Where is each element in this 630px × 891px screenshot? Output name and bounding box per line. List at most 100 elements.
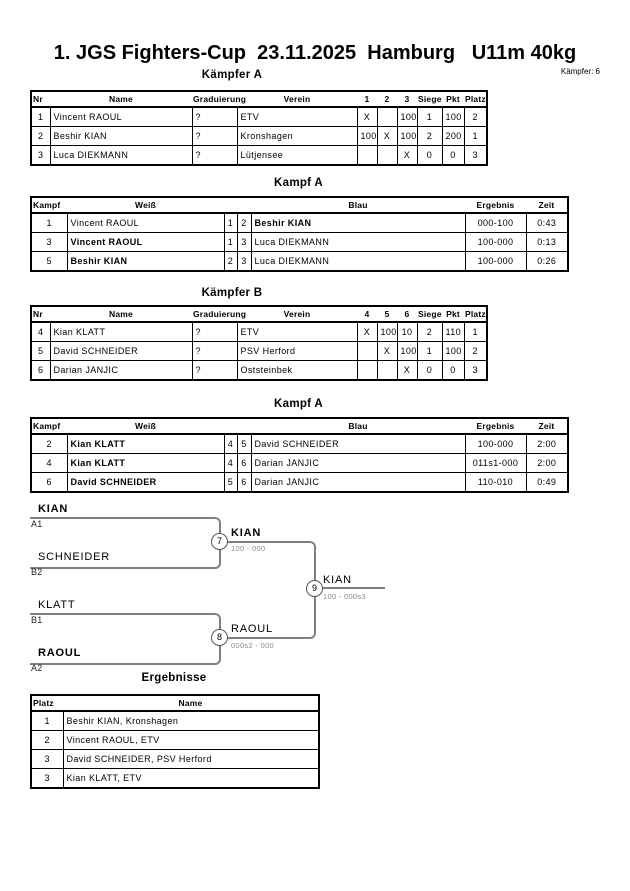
col-header-blau: Blau: [348, 421, 368, 431]
match-8-node: 8: [211, 629, 228, 646]
match-a-heading: Kampf A: [274, 177, 323, 189]
cell-verein: PSV Herford: [236, 341, 358, 361]
results-table-row: 3 Kian KLATT, ETV: [30, 768, 320, 789]
match-7-node: 7: [211, 533, 228, 550]
col-header-weiss: Weiß: [135, 421, 156, 431]
cell-pkt: 0: [441, 145, 465, 166]
cell-verein: Oststeinbek: [236, 360, 358, 381]
pool-a-table: Nr Name Graduierung Verein 1 2 3 Siege P…: [30, 90, 488, 166]
bracket-seed-b1-label: B1: [31, 615, 43, 625]
cell-score-1: X: [356, 106, 378, 127]
cell-zeit: 0:43: [525, 212, 569, 233]
results-table: Platz Name 1 Beshir KIAN, Kronshagen 2 V…: [30, 694, 320, 789]
col-header-3: 3: [404, 94, 410, 104]
fighters-count-label: Kämpfer: 6: [560, 67, 600, 76]
results-table-row: 2 Vincent RAOUL, ETV: [30, 730, 320, 750]
cell-blau-name: Beshir KIAN: [250, 212, 466, 233]
col-header-platz: Platz: [465, 309, 486, 319]
cell-platz: 1: [463, 321, 488, 342]
cell-platz: 2: [463, 341, 488, 361]
cell-nr: 1: [30, 106, 51, 127]
cell-siege: 2: [416, 321, 443, 342]
cell-name: Beshir KIAN: [49, 126, 193, 146]
cell-name: Kian KLATT, ETV: [62, 768, 320, 789]
cell-pkt: 200: [441, 126, 465, 146]
cell-weiss-name: Kian KLATT: [66, 433, 225, 454]
col-header-nr: Nr: [33, 94, 43, 104]
cell-name: Beshir KIAN, Kronshagen: [62, 710, 320, 731]
col-header-siege: Siege: [418, 94, 442, 104]
cell-weiss-name: Vincent RAOUL: [66, 232, 225, 252]
cell-zeit: 0:49: [525, 472, 569, 493]
match-table-row: 4 Kian KLATT 4 6 Darian JANJIC 011s1-000…: [30, 453, 569, 473]
cell-pkt: 0: [441, 360, 465, 381]
cell-pkt: 110: [441, 321, 465, 342]
cell-score-5: [376, 360, 398, 381]
bracket-seed-a2-name: RAOUL: [38, 647, 82, 659]
bracket-line-semi2-to-final: [219, 588, 316, 639]
bracket-line-champion: [314, 587, 385, 589]
col-header-weiss: Weiß: [135, 200, 156, 210]
cell-weiss-name: Vincent RAOUL: [66, 212, 225, 233]
cell-zeit: 2:00: [525, 433, 569, 454]
cell-graduierung: ?: [191, 321, 238, 342]
cell-name: Darian JANJIC: [49, 360, 193, 381]
cell-name: David SCHNEIDER, PSV Herford: [62, 749, 320, 769]
bracket-seed-b1-name: KLATT: [38, 599, 76, 611]
cell-zeit: 0:13: [525, 232, 569, 252]
cell-score-3: 100: [396, 126, 418, 146]
match-table-row: 1 Vincent RAOUL 1 2 Beshir KIAN 000-100 …: [30, 212, 569, 233]
cell-blau-name: Luca DIEKMANN: [250, 251, 466, 272]
cell-score-4: [356, 341, 378, 361]
cell-kampf-nr: 5: [30, 251, 68, 272]
results-table-row: 3 David SCHNEIDER, PSV Herford: [30, 749, 320, 769]
cell-platz: 3: [463, 145, 488, 166]
col-header-2: 2: [384, 94, 390, 104]
col-header-name: Name: [109, 309, 133, 319]
cell-name: David SCHNEIDER: [49, 341, 193, 361]
cell-verein: ETV: [236, 106, 358, 127]
cell-platz: 2: [30, 730, 64, 750]
cell-blau-name: Darian JANJIC: [250, 453, 466, 473]
cell-score-6: 10: [396, 321, 418, 342]
cell-ergebnis: 100-000: [464, 433, 527, 454]
cell-siege: 1: [416, 341, 443, 361]
cell-weiss-nr: 5: [223, 472, 238, 493]
col-header-platz: Platz: [33, 698, 54, 708]
cell-verein: ETV: [236, 321, 358, 342]
match-table-row: 3 Vincent RAOUL 1 3 Luca DIEKMANN 100-00…: [30, 232, 569, 252]
bracket-line-semi1-to-final: [219, 541, 316, 590]
results-table-row: 1 Beshir KIAN, Kronshagen: [30, 710, 320, 731]
cell-score-1: 100: [356, 126, 378, 146]
match-b-heading: Kampf A: [274, 398, 323, 410]
cell-kampf-nr: 4: [30, 453, 68, 473]
pool-a-heading: Kämpfer A: [201, 69, 263, 81]
pool-table-row: 6 Darian JANJIC ? Oststeinbek X 0 0 3: [30, 360, 488, 381]
col-header-siege: Siege: [418, 309, 442, 319]
cell-weiss-name: Beshir KIAN: [66, 251, 225, 272]
match-table-row: 2 Kian KLATT 4 5 David SCHNEIDER 100-000…: [30, 433, 569, 454]
col-header-kampf: Kampf: [33, 200, 61, 210]
cell-blau-nr: 6: [236, 472, 252, 493]
cell-graduierung: ?: [191, 341, 238, 361]
col-header-empty-2: [237, 197, 251, 213]
cell-siege: 1: [416, 106, 443, 127]
pool-table-row: 3 Luca DIEKMANN ? Lütjensee X 0 0 3: [30, 145, 488, 166]
cell-score-4: X: [356, 321, 378, 342]
cell-siege: 0: [416, 360, 443, 381]
match-8-score: 000s2 - 000: [231, 641, 274, 650]
cell-platz: 3: [463, 360, 488, 381]
cell-score-2: [376, 106, 398, 127]
cell-kampf-nr: 1: [30, 212, 68, 233]
cell-blau-nr: 5: [236, 433, 252, 454]
pool-b-table: Nr Name Graduierung Verein 4 5 6 Siege P…: [30, 305, 488, 381]
cell-siege: 2: [416, 126, 443, 146]
cell-siege: 0: [416, 145, 443, 166]
cell-platz: 3: [30, 749, 64, 769]
cell-weiss-name: Kian KLATT: [66, 453, 225, 473]
cell-platz: 1: [30, 710, 64, 731]
cell-nr: 2: [30, 126, 51, 146]
cell-pkt: 100: [441, 106, 465, 127]
cell-verein: Kronshagen: [236, 126, 358, 146]
cell-ergebnis: 110-010: [464, 472, 527, 493]
